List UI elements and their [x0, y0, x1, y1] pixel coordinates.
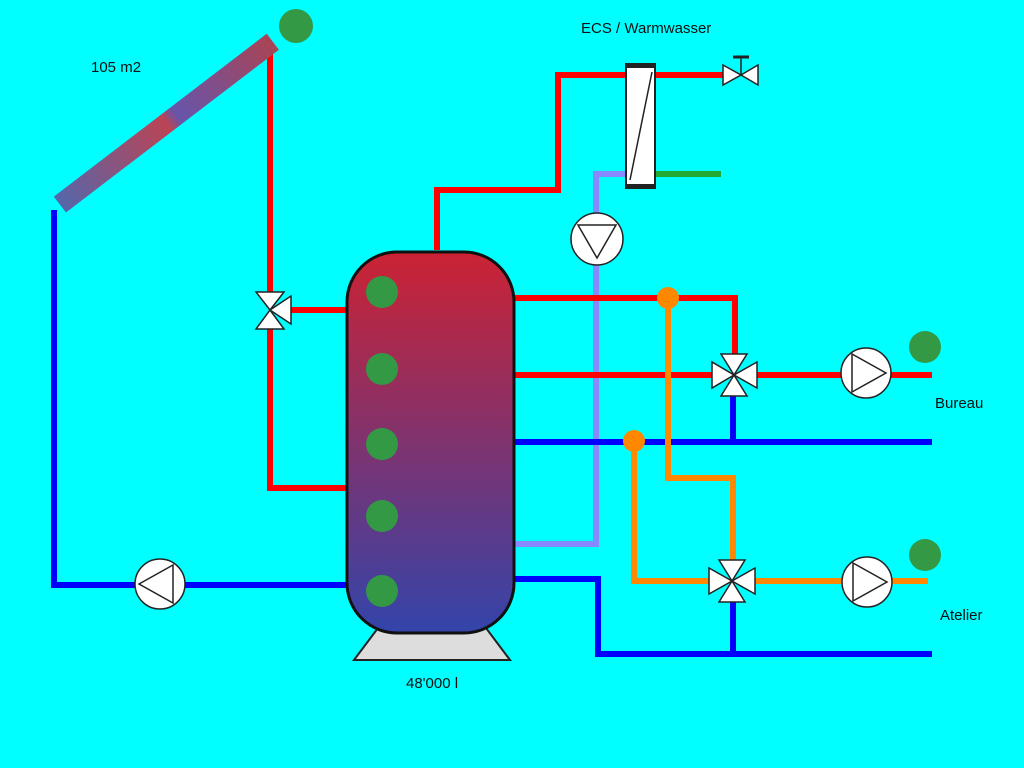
atelier-return-pipe: [512, 576, 932, 657]
tank-sensor-icon: [366, 276, 398, 308]
collector-sensor-icon: [279, 9, 313, 43]
bureau-label: Bureau: [935, 395, 984, 412]
junction-dot: [657, 287, 679, 309]
dhw-outlet-valve-icon: [722, 55, 759, 87]
dhw-return-pipe: [512, 171, 626, 547]
atelier-sensor-icon: [909, 539, 941, 571]
collector-area-label: 105 m2: [91, 59, 142, 76]
junction-dot: [623, 430, 645, 452]
tank-volume-label: 48'000 l: [406, 675, 459, 692]
tank-sensor-icon: [366, 500, 398, 532]
atelier-label: Atelier: [940, 607, 983, 624]
atelier-bypass-pipe: [631, 442, 716, 584]
bureau-sensor-icon: [909, 331, 941, 363]
collector-3way-valve-icon: [254, 291, 292, 330]
atelier-feed-pipe: [665, 298, 736, 563]
bureau-mixing-valve-icon: [711, 353, 758, 397]
atelier-pump-icon: [841, 556, 893, 608]
collector-pump-icon: [134, 558, 186, 610]
atelier-mixing-valve-icon: [708, 559, 756, 603]
bureau-pump-icon: [840, 347, 892, 399]
dhw-label: ECS / Warmwasser: [581, 20, 712, 37]
storage-tank: [345, 250, 516, 635]
dhw-supply-pipe: [434, 72, 628, 250]
collector-return-pipe: [51, 210, 350, 588]
dhw-pump-icon: [570, 212, 624, 266]
sensors: [279, 9, 941, 607]
valve-bypass-pipe: [267, 325, 350, 491]
tank-sensor-icon: [366, 428, 398, 460]
solar-collector: [53, 33, 279, 213]
upper-supply-pipe: [512, 295, 738, 360]
tank-sensor-icon: [366, 353, 398, 385]
tank-sensor-icon: [366, 575, 398, 607]
